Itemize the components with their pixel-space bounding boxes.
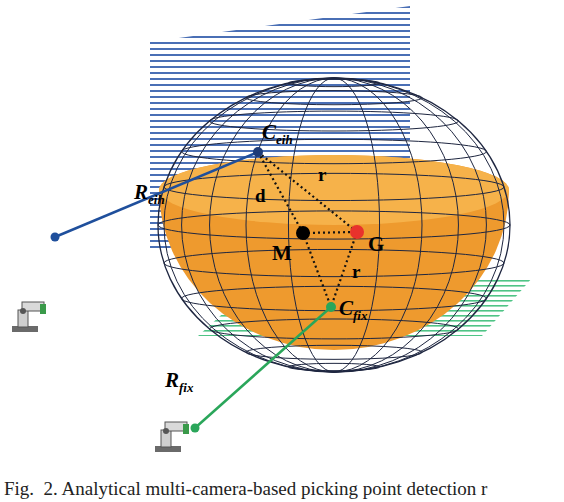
- symbol-label: Reih: [134, 182, 165, 206]
- camera-point: [326, 302, 336, 312]
- midpoint: [296, 226, 310, 240]
- sphere-wireframe: [158, 78, 510, 372]
- symbol-label: Rfix: [165, 370, 193, 394]
- robot-arm: [155, 422, 189, 452]
- symbol-label: Cfix: [339, 298, 367, 322]
- point-label: G: [368, 234, 384, 255]
- geometry-lines: [258, 152, 357, 307]
- robot-end: [191, 424, 200, 433]
- point-label: d: [255, 186, 266, 205]
- robot-end: [51, 233, 60, 242]
- fixed-camera-ray: [195, 307, 331, 428]
- symbol-label: Ceih: [262, 122, 293, 146]
- eye-in-hand-ray: [55, 152, 258, 237]
- robot-arm: [12, 302, 46, 332]
- figure-caption: Fig. 2. Analytical multi-camera-based pi…: [4, 478, 487, 500]
- point-label: r: [318, 165, 326, 184]
- point-label: M: [272, 243, 292, 264]
- grasp-point: [350, 225, 364, 239]
- camera-point: [253, 147, 263, 157]
- point-label: r: [352, 262, 360, 281]
